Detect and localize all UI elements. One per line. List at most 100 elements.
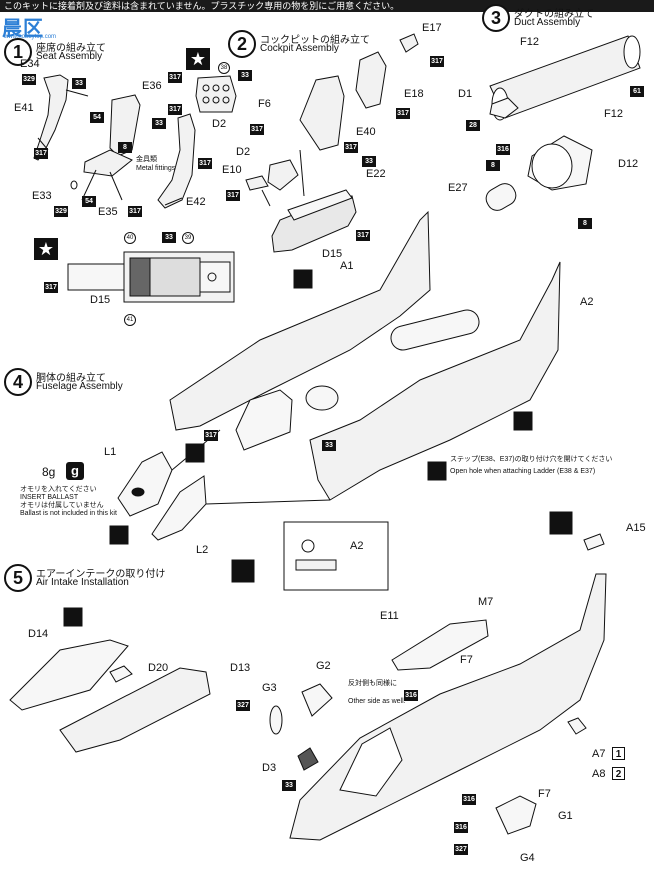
- decal-number: 38: [218, 62, 230, 74]
- ballast-weight-icon: g: [66, 462, 84, 480]
- decal-number: 40: [124, 232, 136, 244]
- color-code: 33: [72, 78, 86, 89]
- part-label: D1: [458, 88, 473, 100]
- color-code: 54: [82, 196, 96, 207]
- part-label: E33: [32, 190, 52, 202]
- color-code: 329: [54, 206, 68, 217]
- color-code: 327: [454, 844, 468, 855]
- color-code: 316: [496, 144, 510, 155]
- part-label: D13: [230, 662, 251, 674]
- metal-fittings-en: Metal fittings: [136, 165, 176, 172]
- part-label: A15: [626, 522, 646, 534]
- part-label: E35: [98, 206, 118, 218]
- part-label: F12: [604, 108, 623, 120]
- part-label: F6: [258, 98, 271, 110]
- part-label: L1: [104, 446, 117, 458]
- part-label: D2: [212, 118, 227, 130]
- part-label: E40: [356, 126, 376, 138]
- part-label: E42: [186, 196, 206, 208]
- part-label: E34: [20, 58, 40, 70]
- part-label: E27: [448, 182, 468, 194]
- color-code: 317: [356, 230, 370, 241]
- color-code: 28: [466, 120, 480, 131]
- metal-fittings-jp: 金具類: [136, 156, 157, 163]
- kit-notice-text: このキットに接着剤及び塗料は含まれていません。プラスチック専用の物を別にご用意く…: [4, 1, 400, 11]
- decal-number: 39: [182, 232, 194, 244]
- color-code: 316: [404, 690, 418, 701]
- ballast-note-en: INSERT BALLAST: [20, 494, 79, 501]
- color-code: 317: [34, 148, 48, 159]
- part-label: M7: [478, 596, 494, 608]
- color-code: 8: [486, 160, 500, 171]
- part-label: D15: [322, 248, 343, 260]
- part-label: E17: [422, 22, 442, 34]
- ladder-note-en: Open hole when attaching Ladder (E38 & E…: [450, 468, 596, 475]
- variant-marker: 2: [612, 767, 625, 780]
- complete-aircraft-drawing: [269, 533, 607, 841]
- color-code: 317: [250, 124, 264, 135]
- step-title-jp: エアーインテークの取り付け: [36, 569, 166, 580]
- fuselage-assembly-drawing: [117, 210, 561, 591]
- part-label: F7: [538, 788, 551, 800]
- color-code: 317: [396, 108, 410, 119]
- color-code: 33: [152, 118, 166, 129]
- part-label: A2: [580, 296, 594, 308]
- color-code: 317: [128, 206, 142, 217]
- step-title-jp: コックピットの組み立て: [260, 35, 370, 46]
- part-label: E36: [142, 80, 162, 92]
- step-title-en: Air Intake Installation: [36, 577, 129, 588]
- color-code: 317: [198, 158, 212, 169]
- step-number: 2: [228, 30, 256, 58]
- instrument-panel-drawing: [195, 75, 237, 113]
- part-label: A7: [592, 748, 606, 760]
- color-code: 317: [430, 56, 444, 67]
- color-code: 33: [238, 70, 252, 81]
- color-code: 317: [204, 430, 218, 441]
- watermark: 晨区 www.hobbytop.com: [0, 12, 60, 40]
- part-label: F12: [520, 36, 539, 48]
- step-title-en: Fuselage Assembly: [36, 381, 123, 392]
- color-code: 316: [454, 822, 468, 833]
- part-label: A8: [592, 768, 606, 780]
- cockpit-assembly-drawing: [245, 33, 419, 253]
- color-code: 33: [362, 156, 376, 167]
- color-code: 316: [462, 794, 476, 805]
- part-label: G2: [316, 660, 331, 672]
- ballast-note-jp: オモリを入れてください: [20, 486, 97, 493]
- part-label: D20: [148, 662, 169, 674]
- color-code: 61: [630, 86, 644, 97]
- step-number: 3: [482, 4, 510, 32]
- part-label: D3: [262, 762, 277, 774]
- ballast-note-en2: Ballast is not included in this kit: [20, 510, 117, 517]
- ballast-note-jp2: オモリは付属していません: [20, 502, 104, 509]
- color-code: 317: [226, 190, 240, 201]
- color-code: 33: [162, 232, 176, 243]
- step-number: 5: [4, 564, 32, 592]
- step-number: 1: [4, 38, 32, 66]
- color-code: 33: [322, 440, 336, 451]
- color-code: 317: [44, 282, 58, 293]
- color-code: 317: [168, 104, 182, 115]
- part-label: F7: [460, 654, 473, 666]
- part-label: L2: [196, 544, 209, 556]
- color-code: 317: [344, 142, 358, 153]
- star-decal-icon: ★: [34, 238, 58, 260]
- ladder-note-jp: ステップ(E38、E37)の取り付け穴を開けてください: [450, 456, 613, 463]
- decal-number: 41: [124, 314, 136, 326]
- step-title-jp: 座席の組み立て: [36, 43, 106, 54]
- air-intake-drawing: [9, 639, 211, 753]
- star-decal-icon: ★: [186, 48, 210, 70]
- part-label: E22: [366, 168, 386, 180]
- part-label: G1: [558, 810, 573, 822]
- part-label: E10: [222, 164, 242, 176]
- part-label: A1: [340, 260, 354, 272]
- watermark-url: www.hobbytop.com: [4, 34, 57, 40]
- duct-assembly-drawing: [485, 35, 641, 211]
- step-number: 4: [4, 368, 32, 396]
- metal-fittings-code: 8: [118, 142, 132, 153]
- part-label: A2: [350, 540, 364, 552]
- step-title-en: Cockpit Assembly: [260, 43, 339, 54]
- color-code: 327: [236, 700, 250, 711]
- part-label: G4: [520, 852, 535, 864]
